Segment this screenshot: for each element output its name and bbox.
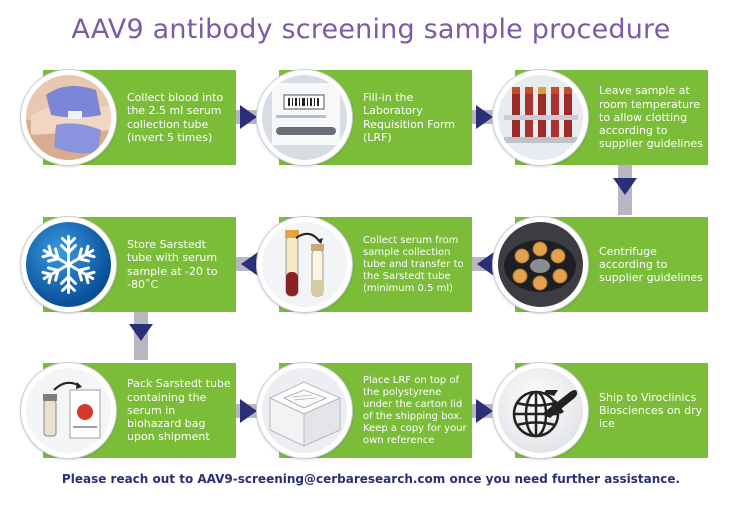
step-text: Collect serum from sample collection tub… bbox=[363, 234, 464, 294]
step-6: Store Sarstedt tube with serum sample at… bbox=[21, 217, 236, 312]
globe-plane-icon bbox=[498, 368, 583, 453]
arrow-right-3 bbox=[240, 399, 257, 423]
step-image bbox=[493, 70, 588, 165]
step-image bbox=[257, 363, 352, 458]
step-4: Centrifuge according to supplier guideli… bbox=[493, 217, 708, 312]
snowflake-icon bbox=[26, 222, 111, 307]
step-8: Place LRF on top of the polystyrene unde… bbox=[257, 363, 472, 458]
biohazard-bag-photo-icon bbox=[26, 368, 111, 453]
step-text: Store Sarstedt tube with serum sample at… bbox=[127, 238, 218, 291]
arrow-left-2 bbox=[241, 252, 258, 276]
step-text: Fill-in the Laboratory Requisition Form … bbox=[363, 91, 455, 144]
footer-contact-note: Please reach out to AAV9-screening@cerba… bbox=[61, 472, 681, 486]
step-1: Collect blood into the 2.5 ml serum coll… bbox=[21, 70, 236, 165]
arrow-right-4 bbox=[476, 399, 493, 423]
step-image bbox=[493, 217, 588, 312]
step-image bbox=[257, 217, 352, 312]
tube-rack-photo-icon bbox=[498, 75, 583, 160]
step-image bbox=[21, 363, 116, 458]
blood-draw-photo-icon bbox=[26, 75, 111, 160]
step-text: Pack Sarstedt tube containing the serum … bbox=[127, 377, 231, 444]
arrow-right-1 bbox=[240, 105, 257, 129]
step-text: Place LRF on top of the polystyrene unde… bbox=[363, 374, 467, 446]
step-3: Leave sample at room temperature to allo… bbox=[493, 70, 708, 165]
arrow-down-2 bbox=[129, 324, 153, 341]
arrow-down-1 bbox=[613, 178, 637, 195]
step-5: Collect serum from sample collection tub… bbox=[257, 217, 472, 312]
arrow-left-1 bbox=[477, 252, 494, 276]
step-text: Centrifuge according to supplier guideli… bbox=[599, 244, 703, 285]
step-image bbox=[21, 70, 116, 165]
shipping-box-photo-icon bbox=[262, 368, 347, 453]
requisition-form-photo-icon bbox=[262, 75, 347, 160]
step-7: Pack Sarstedt tube containing the serum … bbox=[21, 363, 236, 458]
step-image bbox=[21, 217, 116, 312]
step-image bbox=[493, 363, 588, 458]
step-text: Leave sample at room temperature to allo… bbox=[599, 84, 703, 151]
step-9: Ship to Viroclinics Biosciences on dry i… bbox=[493, 363, 708, 458]
step-image bbox=[257, 70, 352, 165]
step-text: Ship to Viroclinics Biosciences on dry i… bbox=[599, 390, 703, 431]
step-text: Collect blood into the 2.5 ml serum coll… bbox=[127, 91, 224, 144]
step-2: Fill-in the Laboratory Requisition Form … bbox=[257, 70, 472, 165]
arrow-right-2 bbox=[476, 105, 493, 129]
page-title: AAV9 antibody screening sample procedure bbox=[71, 14, 671, 45]
serum-transfer-photo-icon bbox=[262, 222, 347, 307]
centrifuge-photo-icon bbox=[498, 222, 583, 307]
